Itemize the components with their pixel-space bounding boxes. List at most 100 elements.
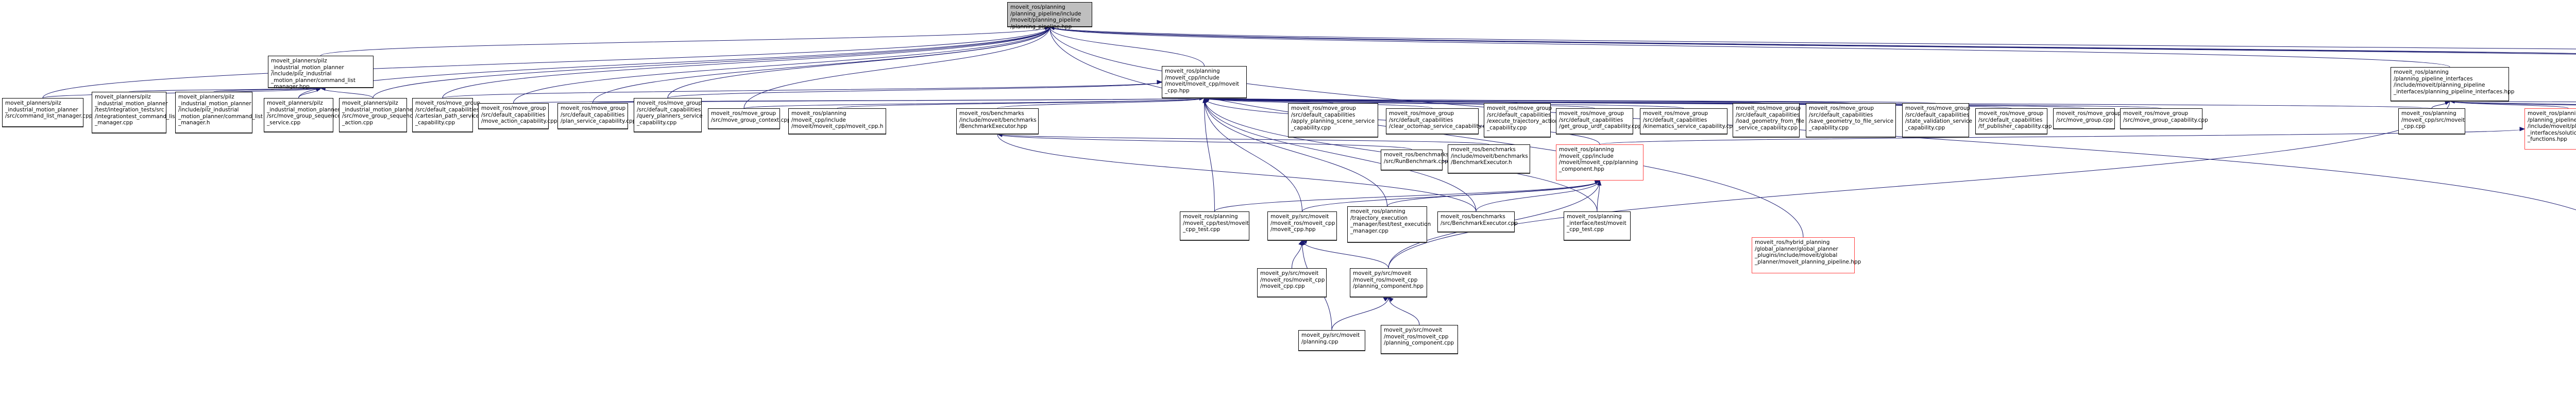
graph-node-mcpp-hpp[interactable]: moveit_ros/planning /moveit_cpp/include … — [1162, 66, 1247, 98]
node-label: moveit_ros/planning /planning_pipeline_i… — [2394, 69, 2515, 95]
dependency-edge — [667, 81, 1162, 99]
graph-node-psc[interactable]: moveit_ros/move_group /src/default_capab… — [557, 103, 636, 129]
dependency-edge — [42, 26, 1050, 99]
graph-node-pi-mcpp-test[interactable]: moveit_ros/planning _interface/test/move… — [1564, 211, 1631, 240]
dependency-edge — [442, 81, 1162, 99]
graph-node-ggu[interactable]: moveit_ros/move_group /src/default_capab… — [1556, 108, 1642, 134]
graph-node-kin[interactable]: moveit_ros/move_group /src/default_capab… — [1640, 108, 1736, 134]
node-label: moveit_ros/benchmarks /include/moveit/be… — [959, 110, 1037, 129]
node-label: moveit_ros/benchmarks /include/moveit/be… — [1451, 146, 1528, 166]
node-label: moveit_ros/move_group /src/default_capab… — [1905, 105, 1972, 131]
node-label: moveit_py/src/moveit /moveit_ros/moveit_… — [1270, 214, 1335, 233]
node-label: moveit_py/src/moveit /planning.cpp — [1301, 332, 1360, 345]
graph-node-mcpp-test[interactable]: moveit_ros/planning /moveit_cpp/test/mov… — [1180, 211, 1249, 240]
node-label: moveit_ros/move_group /src/default_capab… — [1559, 110, 1642, 129]
graph-node-qps[interactable]: moveit_ros/move_group /src/default_capab… — [634, 98, 703, 132]
dependency-edge — [837, 97, 1205, 109]
graph-node-clm-hpp[interactable]: moveit_planners/pilz _industrial_motion_… — [268, 56, 374, 90]
node-label: moveit_ros/move_group /src/default_capab… — [1389, 110, 1493, 129]
node-label: moveit_ros/planning _interface/test/move… — [1567, 214, 1626, 233]
node-label: moveit_ros/planning /planning_pipeline/i… — [1010, 4, 1081, 30]
graph-node-clm-h[interactable]: moveit_planners/pilz _industrial_motion_… — [175, 92, 263, 133]
graph-node-ssf[interactable]: moveit_ros/planning /planning_pipeline_i… — [2524, 108, 2576, 150]
dependency-edge — [1049, 26, 2576, 55]
graph-node-py-mcpp-hpp[interactable]: moveit_py/src/moveit /moveit_ros/moveit_… — [1267, 211, 1337, 240]
dependency-edge — [1204, 97, 2162, 109]
dependency-edge — [997, 134, 1412, 150]
graph-node-bex-h[interactable]: moveit_ros/benchmarks /include/moveit/be… — [1448, 144, 1530, 173]
node-label: moveit_py/src/moveit /moveit_ros/moveit_… — [1384, 327, 1454, 346]
graph-node-mgcap[interactable]: moveit_ros/move_group /src/move_group_ca… — [2120, 108, 2208, 129]
graph-node-mgctx[interactable]: moveit_ros/move_group /src/move_group_co… — [708, 108, 791, 129]
graph-node-py-mcpp-cpp[interactable]: moveit_py/src/moveit /moveit_ros/moveit_… — [1257, 268, 1327, 297]
node-label: moveit_ros/planning /planning_pipeline_i… — [2528, 110, 2576, 142]
node-label: moveit_ros/move_group /src/default_capab… — [1291, 105, 1375, 131]
arrowhead-icon — [1594, 180, 1601, 185]
graph-node-clm-cpp[interactable]: moveit_planners/pilz _industrial_motion_… — [2, 98, 92, 127]
graph-node-lgf[interactable]: moveit_ros/move_group /src/default_capab… — [1733, 103, 1805, 137]
dependency-edge — [1049, 26, 1205, 67]
node-label: moveit_ros/move_group /src/move_group_ca… — [2123, 110, 2208, 123]
node-label: moveit_planners/pilz _industrial_motion_… — [178, 94, 263, 126]
node-label: moveit_ros/benchmarks /src/RunBenchmark.… — [1384, 152, 1449, 165]
graph-node-eta[interactable]: moveit_ros/move_group /src/default_capab… — [1484, 103, 1559, 137]
node-label: moveit_ros/planning /moveit_cpp/include … — [791, 110, 884, 129]
graph-node-svs[interactable]: moveit_ros/move_group /src/default_capab… — [1902, 103, 1972, 137]
dependency-edge — [2449, 101, 2569, 109]
graph-node-mcpp-h[interactable]: moveit_ros/planning /moveit_cpp/include … — [788, 108, 886, 134]
node-label: moveit_ros/hybrid_planning /global_plann… — [1755, 239, 1861, 265]
graph-node-it-clm[interactable]: moveit_planners/pilz _industrial_motion_… — [92, 92, 177, 133]
graph-node-ppi-hpp[interactable]: moveit_ros/planning /planning_pipeline_i… — [2391, 67, 2515, 101]
graph-node-py-pc-hpp[interactable]: moveit_py/src/moveit /moveit_ros/moveit_… — [1350, 268, 1427, 297]
graph-node-tem[interactable]: moveit_ros/planning /trajectory_executio… — [1347, 206, 1431, 242]
graph-node-cart[interactable]: moveit_ros/move_group /src/default_capab… — [412, 98, 481, 132]
graph-node-hybrid-mpp[interactable]: moveit_ros/hybrid_planning /global_plann… — [1752, 237, 1861, 273]
dependency-edge — [997, 97, 1205, 109]
dependency-edge — [1302, 240, 1389, 269]
graph-node-py-planning[interactable]: moveit_py/src/moveit /planning.cpp — [1298, 330, 1365, 351]
node-label: moveit_py/src/moveit /moveit_ros/moveit_… — [1353, 270, 1424, 289]
dependency-edge — [997, 134, 1477, 212]
dependency-edge — [1387, 180, 1600, 207]
graph-node-bex-cpp[interactable]: moveit_ros/benchmarks /src/BenchmarkExec… — [1437, 211, 1518, 232]
graph-node-pc-hpp[interactable]: moveit_ros/planning /moveit_cpp/include … — [1556, 144, 1643, 181]
graph-node-mac[interactable]: moveit_ros/move_group /src/default_capab… — [478, 103, 557, 129]
node-label: moveit_ros/move_group /src/default_capab… — [561, 105, 636, 124]
dependency-edge — [298, 26, 1050, 99]
graph-root-node: moveit_ros/planning /planning_pipeline/i… — [1007, 2, 1092, 30]
graph-node-mg[interactable]: moveit_ros/move_group /src/move_group.cp… — [2053, 108, 2121, 129]
dependency-edge — [1599, 128, 2525, 145]
node-label: moveit_ros/move_group /src/default_capab… — [1736, 105, 1805, 131]
graph-node-bex-hpp[interactable]: moveit_ros/benchmarks /include/moveit/be… — [956, 108, 1039, 134]
arrowhead-icon — [2519, 126, 2526, 132]
graph-node-mgss[interactable]: moveit_planners/pilz _industrial_motion_… — [264, 98, 341, 132]
dependency-edge — [1204, 97, 1302, 212]
graph-node-py-pc-cpp[interactable]: moveit_py/src/moveit /moveit_ros/moveit_… — [1381, 325, 1458, 354]
graph-node-apss[interactable]: moveit_ros/move_group /src/default_capab… — [1288, 103, 1378, 137]
dependency-edge — [592, 97, 1205, 104]
dependency-edge — [513, 26, 1050, 104]
node-label: moveit_ros/move_group /src/default_capab… — [1643, 110, 1736, 129]
node-label: moveit_ros/move_group /src/default_capab… — [1809, 105, 1894, 131]
node-label: moveit_py/src/moveit /moveit_ros/moveit_… — [1260, 270, 1325, 289]
graph-node-cos[interactable]: moveit_ros/move_group /src/default_capab… — [1386, 108, 1493, 134]
graph-node-runbm[interactable]: moveit_ros/benchmarks /src/RunBenchmark.… — [1381, 150, 1449, 170]
dependency-edge — [1204, 97, 1387, 207]
dependency-edge — [997, 134, 1489, 145]
node-label: moveit_ros/planning /moveit_cpp/src/move… — [2401, 110, 2465, 129]
node-label: moveit_ros/move_group /src/default_capab… — [1487, 105, 1559, 131]
graph-node-mcpp-cpp[interactable]: moveit_ros/planning /moveit_cpp/src/move… — [2398, 108, 2465, 134]
node-label: moveit_ros/planning /trajectory_executio… — [1350, 208, 1431, 234]
dependency-edge — [2449, 101, 2576, 103]
graph-node-tfp[interactable]: moveit_ros/move_group /src/default_capab… — [1975, 108, 2052, 134]
node-label: moveit_ros/move_group /src/default_capab… — [481, 105, 557, 124]
graph-node-sgf[interactable]: moveit_ros/move_group /src/default_capab… — [1806, 103, 1896, 137]
dependency-edge — [1049, 26, 2576, 50]
node-label: moveit_ros/move_group /src/default_capab… — [415, 100, 481, 126]
dependency-edge — [1049, 26, 2450, 68]
dependency-edge — [1214, 180, 1600, 212]
dependency-edge — [1388, 297, 1420, 325]
graph-node-mgsa[interactable]: moveit_planners/pilz _industrial_motion_… — [339, 98, 416, 132]
dependency-edge — [320, 26, 1050, 56]
